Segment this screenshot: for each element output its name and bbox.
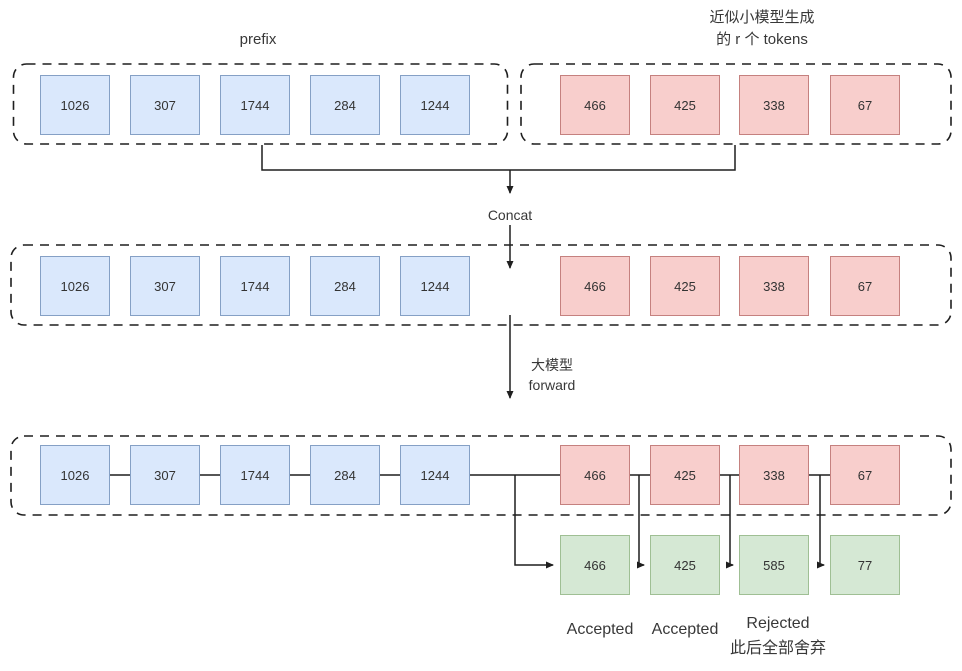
verified-token-4: 77 (830, 535, 900, 595)
prefix-token-2-row2: 307 (130, 256, 200, 316)
rejected-label: Rejected 此后全部舍弃 (708, 611, 848, 661)
draft-tokens-label: 近似小模型生成 的 r 个 tokens (662, 7, 862, 51)
prefix-token-2-row3: 307 (130, 445, 200, 505)
prefix-token-3-row1: 1744 (220, 75, 290, 135)
draft-token-3-row3: 338 (739, 445, 809, 505)
prefix-token-5-row2: 1244 (400, 256, 470, 316)
draft-token-2-row2: 425 (650, 256, 720, 316)
rejected-label-line1: Rejected (746, 615, 810, 632)
draft-tokens-label-line1: 近似小模型生成 (709, 9, 815, 26)
prefix-token-1-row3: 1026 (40, 445, 110, 505)
prefix-token-4-row3: 284 (310, 445, 380, 505)
prefix-token-3-row2: 1744 (220, 256, 290, 316)
prefix-token-1-row1: 1026 (40, 75, 110, 135)
draft-token-1-row2: 466 (560, 256, 630, 316)
verify-branch-arrow-1 (514, 475, 554, 569)
forward-label-line2: forward (528, 377, 576, 393)
draft-token-4-row3: 67 (830, 445, 900, 505)
draft-token-2-row3: 425 (650, 445, 720, 505)
accepted-label-2: Accepted (651, 621, 719, 638)
prefix-token-4-row2: 284 (310, 256, 380, 316)
prefix-token-5-row1: 1244 (400, 75, 470, 135)
prefix-token-2-row1: 307 (130, 75, 200, 135)
draft-tokens-label-line2: 的 r 个 tokens (716, 31, 808, 48)
prefix-label: prefix (239, 31, 277, 48)
draft-token-3-row1: 338 (739, 75, 809, 135)
draft-token-1-row3: 466 (560, 445, 630, 505)
verify-branch-arrow-2 (637, 475, 645, 569)
prefix-token-4-row1: 284 (310, 75, 380, 135)
prefix-token-3-row3: 1744 (220, 445, 290, 505)
verify-branch-arrow-3 (726, 475, 734, 569)
verified-token-3: 585 (739, 535, 809, 595)
forward-label-line1: 大模型 (531, 357, 573, 373)
verify-branch-arrow-4 (817, 475, 825, 569)
merge-bracket-line (261, 145, 736, 171)
draft-token-4-row2: 67 (830, 256, 900, 316)
prefix-token-5-row3: 1244 (400, 445, 470, 505)
forward-label: 大模型 forward (502, 355, 602, 395)
draft-token-1-row1: 466 (560, 75, 630, 135)
accepted-label-1: Accepted (566, 621, 634, 638)
draft-token-3-row2: 338 (739, 256, 809, 316)
verified-token-1: 466 (560, 535, 630, 595)
draft-token-2-row1: 425 (650, 75, 720, 135)
rejected-label-line2: 此后全部舍弃 (729, 640, 826, 657)
draft-token-4-row1: 67 (830, 75, 900, 135)
prefix-token-1-row2: 1026 (40, 256, 110, 316)
verified-token-2: 425 (650, 535, 720, 595)
concat-label: Concat (487, 207, 533, 223)
